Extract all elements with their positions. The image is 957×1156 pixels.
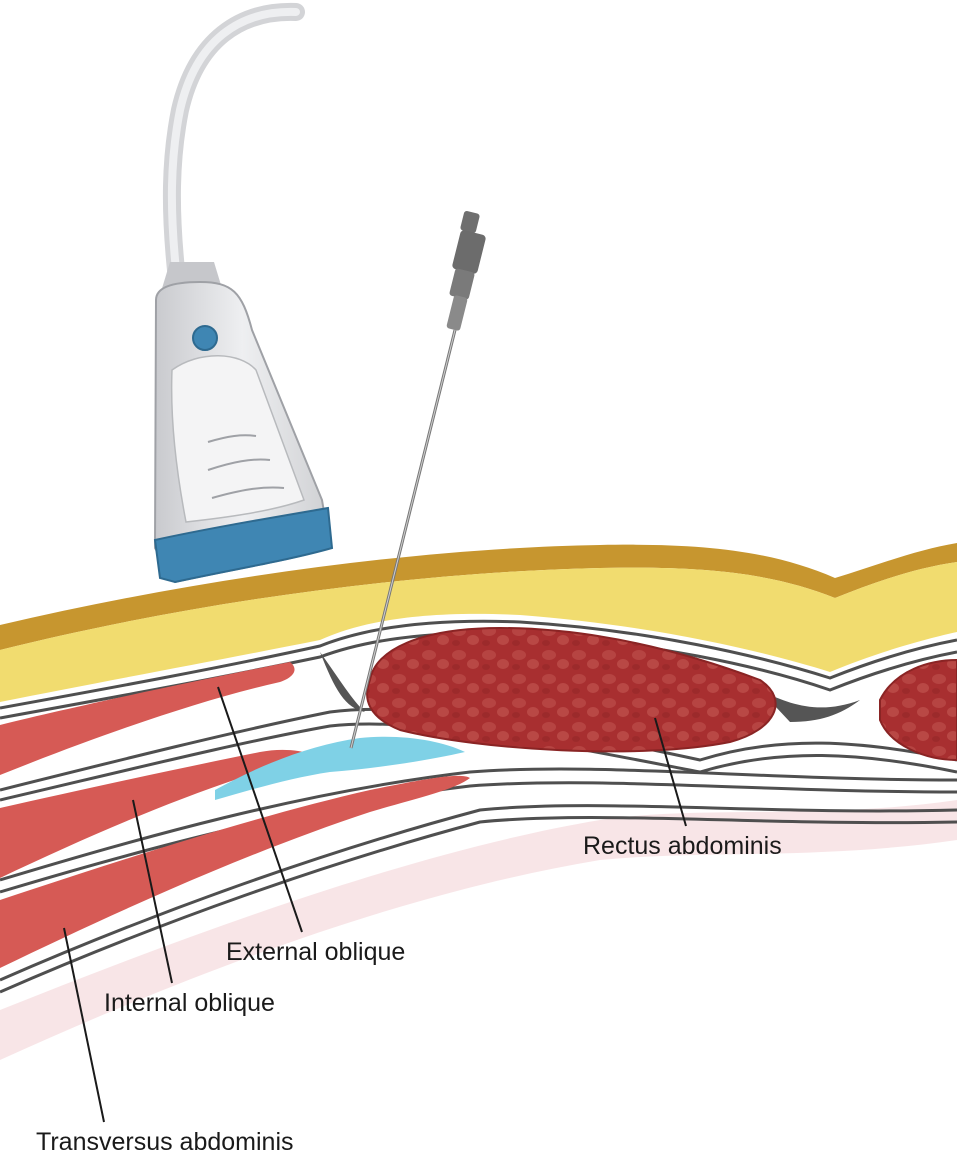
peritoneum [0,800,957,1060]
fascia-wedge [760,690,860,722]
external-oblique-muscle [0,662,295,775]
label-internal-oblique: Internal oblique [104,989,275,1017]
fascia-wedge [320,652,365,712]
label-leader-lines [63,686,687,1123]
label-external-oblique: External oblique [226,938,406,966]
needle-icon [349,210,486,749]
leader-transversus [63,927,105,1123]
leader-rectus [654,717,687,827]
subcutaneous-fat [0,562,957,702]
leader-external [217,686,303,933]
skin-layer [0,543,957,650]
rectus-abdominis-muscle [366,626,777,753]
transversus-abdominis-muscle [0,775,470,968]
local-anesthetic [215,736,465,800]
fascia-lines [0,619,957,994]
leader-internal [132,799,173,984]
label-rectus-abdominis: Rectus abdominis [583,832,782,860]
rectus-abdominis-muscle-lateral [879,658,957,762]
label-transversus-abdominis: Transversus abdominis [36,1128,294,1156]
ultrasound-probe-icon [153,2,334,584]
